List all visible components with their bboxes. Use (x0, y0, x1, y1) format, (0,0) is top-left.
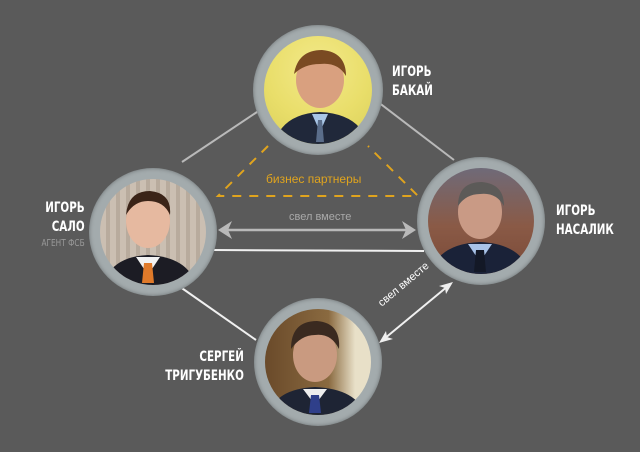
last-name: БАКАЙ (392, 83, 433, 99)
name-nasalik: ИГОРЬ НАСАЛИК (556, 202, 614, 240)
partners-dashed-line (215, 145, 421, 197)
person-silhouette-icon (274, 50, 368, 144)
last-name: САЛО (52, 219, 85, 235)
last-name: НАСАЛИК (556, 222, 614, 238)
node-salo[interactable] (89, 168, 217, 296)
role-note: АГЕНТ ФСБ (41, 238, 85, 249)
portrait-salo (100, 179, 206, 285)
portrait-nasalik (428, 168, 534, 274)
person-silhouette-icon (104, 191, 196, 285)
left-right-label: свел вместе (289, 211, 352, 223)
first-name: СЕРГЕЙ (199, 349, 244, 365)
line-top-right (377, 101, 455, 161)
arrow-bottom-right (383, 285, 449, 340)
arrowhead-bottom (379, 331, 393, 343)
line-left-right (211, 249, 425, 252)
node-trigubenko[interactable] (254, 298, 382, 426)
arrowhead-left (218, 221, 232, 239)
first-name: ИГОРЬ (556, 203, 596, 219)
arrowhead-top (439, 282, 453, 294)
last-name: ТРИГУБЕНКО (165, 368, 244, 384)
person-silhouette-icon (430, 182, 530, 274)
name-salo: ИГОРЬ САЛО АГЕНТ ФСБ (42, 199, 85, 251)
first-name: ИГОРЬ (392, 64, 432, 80)
person-silhouette-icon (269, 321, 365, 415)
first-name: ИГОРЬ (45, 200, 85, 216)
line-left-bottom (175, 283, 257, 341)
node-nasalik[interactable] (417, 157, 545, 285)
portrait-trigubenko (265, 309, 371, 415)
node-bakai[interactable] (253, 25, 383, 155)
portrait-bakai (264, 36, 372, 144)
partners-label: бизнес партнеры (266, 172, 362, 186)
arrowhead-right (402, 221, 416, 239)
name-bakai: ИГОРЬ БАКАЙ (392, 63, 433, 101)
name-trigubenko: СЕРГЕЙ ТРИГУБЕНКО (165, 348, 244, 386)
